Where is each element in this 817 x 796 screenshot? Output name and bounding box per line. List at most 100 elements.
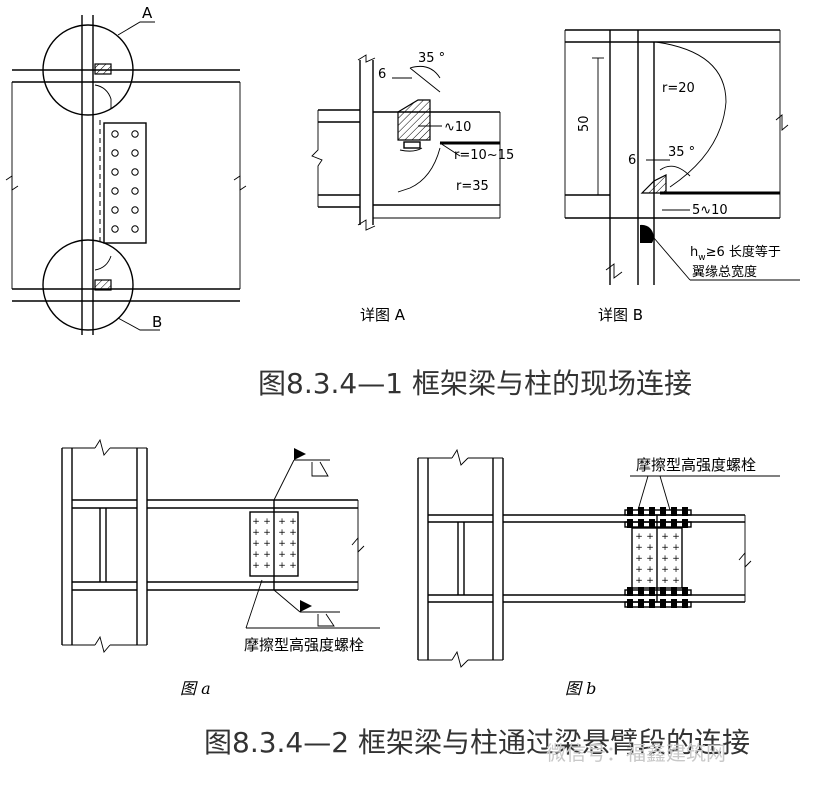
bolt-mark: + (672, 543, 680, 553)
fig2b-bolt-group: ++++++++++++++++++++ (635, 532, 680, 586)
flange-bolt (649, 519, 655, 528)
flange-bolt (682, 587, 688, 596)
bolt-mark: + (263, 550, 271, 560)
detail-b-marker: B (152, 313, 162, 331)
bolt-hole (131, 206, 139, 214)
bolt-hole (111, 206, 119, 214)
bolt-mark: + (672, 532, 680, 542)
fig2a-subtitle: 图 a (180, 679, 211, 698)
detail-b-dim-50: 50 (577, 115, 592, 132)
bolt-mark: + (661, 532, 669, 542)
bolt-mark: + (646, 554, 654, 564)
fig2b-flange-bolts (627, 507, 688, 608)
bolt-mark: + (252, 528, 260, 538)
figure1-caption: 图8.3.4—1 框架梁与柱的现场连接 (258, 367, 692, 400)
detail-a-r2: r=35 (456, 179, 489, 194)
bolt-mark: + (252, 539, 260, 549)
fig2a-bolt-group: ++++++++++++++++++++ (252, 517, 297, 571)
bolt-mark: + (289, 550, 297, 560)
detail-a-r1: r=10~15 (454, 148, 514, 163)
bolt-mark: + (289, 561, 297, 571)
bolt-mark: + (635, 576, 643, 586)
flange-bolt (671, 519, 677, 528)
flange-bolt (682, 519, 688, 528)
bolt-hole (131, 130, 139, 138)
bolt-mark: + (263, 528, 271, 538)
detail-b-angle: 35 ° (668, 145, 695, 160)
bolt-mark: + (289, 528, 297, 538)
bolt-mark: + (635, 543, 643, 553)
bolt-mark: + (635, 532, 643, 542)
bolt-mark: + (672, 576, 680, 586)
flange-bolt (660, 587, 666, 596)
fig2b-subtitle: 图 b (565, 679, 596, 698)
flange-bolt (660, 507, 666, 516)
flange-bolt (660, 599, 666, 608)
figure2-caption: 图8.3.4—2 框架梁与柱通过梁悬臂段的连接 (204, 726, 750, 759)
fig1-bolt-group (111, 130, 139, 233)
flange-bolt (660, 519, 666, 528)
bolt-mark: + (289, 517, 297, 527)
bolt-mark: + (278, 539, 286, 549)
bolt-hole (131, 225, 139, 233)
flange-bolt (638, 519, 644, 528)
bolt-mark: + (672, 554, 680, 564)
bolt-mark: + (646, 576, 654, 586)
bolt-hole (131, 149, 139, 157)
bolt-hole (111, 168, 119, 176)
flange-bolt (649, 599, 655, 608)
detail-b-dim-6: 6 (628, 153, 636, 168)
flange-bolt (638, 599, 644, 608)
flange-bolt (627, 507, 633, 516)
detail-a: 6 35 ° ∿10 r=10~15 r=35 详图 A (311, 51, 514, 324)
flange-bolt (671, 507, 677, 516)
flange-bolt (638, 507, 644, 516)
flange-bolt (649, 587, 655, 596)
fig2b: ++++++++++++++++++++ 摩擦型高强度螺栓 图 b (417, 448, 780, 698)
detail-a-weld: ∿10 (444, 120, 471, 135)
bolt-mark: + (672, 565, 680, 575)
bolt-mark: + (661, 554, 669, 564)
fig1-overview: A B (5, 4, 247, 335)
bolt-mark: + (278, 550, 286, 560)
bolt-mark: + (661, 543, 669, 553)
bolt-mark: + (252, 517, 260, 527)
bolt-mark: + (646, 543, 654, 553)
detail-b-flange-width: 翼缘总宽度 (692, 264, 757, 280)
bolt-mark: + (263, 517, 271, 527)
flange-bolt (682, 507, 688, 516)
detail-b-title: 详图 B (598, 306, 643, 324)
detail-b-hw: hw≥6 长度等于 (690, 244, 781, 263)
bolt-hole (131, 187, 139, 195)
detail-a-marker: A (142, 4, 153, 22)
bolt-mark: + (635, 554, 643, 564)
detail-b-weld: 5∿10 (692, 203, 728, 218)
detail-b: r=20 50 6 35 ° 5∿10 hw≥6 长度等于 翼缘总宽度 详图 B (564, 29, 800, 324)
bolt-mark: + (278, 561, 286, 571)
detail-a-dim-6: 6 (378, 67, 386, 82)
flange-bolt (649, 507, 655, 516)
bolt-mark: + (635, 565, 643, 575)
bolt-hole (111, 225, 119, 233)
bolt-mark: + (646, 565, 654, 575)
bolt-mark: + (289, 539, 297, 549)
flange-bolt (638, 587, 644, 596)
bolt-mark: + (263, 561, 271, 571)
flange-bolt (671, 587, 677, 596)
fig2a: ++++++++++++++++++++ 摩擦型高强度螺栓 图 a (61, 438, 380, 698)
fig2a-bolt-label: 摩擦型高强度螺栓 (244, 636, 364, 654)
flange-bolt (627, 599, 633, 608)
bolt-mark: + (278, 528, 286, 538)
bolt-mark: + (263, 539, 271, 549)
bolt-mark: + (252, 561, 260, 571)
bolt-hole (131, 168, 139, 176)
fig2b-bolt-label: 摩擦型高强度螺栓 (636, 456, 756, 474)
bolt-mark: + (646, 532, 654, 542)
flange-bolt (627, 587, 633, 596)
detail-b-r: r=20 (662, 81, 695, 96)
detail-a-title: 详图 A (360, 306, 406, 324)
bolt-mark: + (252, 550, 260, 560)
watermark: 微信号：福鑫建筑网 (546, 741, 726, 765)
